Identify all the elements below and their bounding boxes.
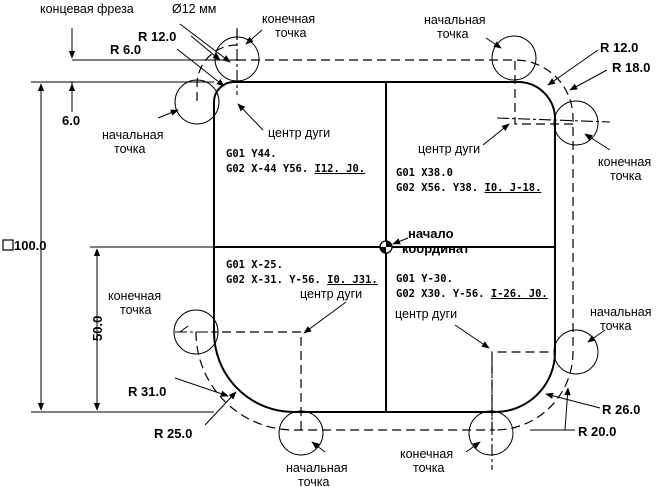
q1-start-label: начальная bbox=[424, 13, 485, 27]
q4-end-label-2: точка bbox=[413, 461, 445, 475]
dim-r12-right: R 12.0 bbox=[600, 40, 638, 55]
tool-circle-q1-start bbox=[491, 35, 537, 81]
q2-end-label: конечная bbox=[262, 12, 315, 26]
q3-end-label-2: точка bbox=[120, 303, 152, 317]
cutter-label: концевая фреза bbox=[40, 2, 134, 16]
q3-end-label: конечная bbox=[108, 289, 161, 303]
q2-code-line1: G01 Y44. bbox=[226, 148, 277, 160]
tool-circle-q1-end bbox=[553, 100, 599, 146]
dim-r25: R 25.0 bbox=[154, 426, 192, 441]
part-outline bbox=[213, 81, 556, 413]
q1-end-label: конечная bbox=[598, 155, 651, 169]
q3-start-label: начальная bbox=[286, 461, 347, 475]
q1-center-label: центр дуги bbox=[418, 142, 480, 156]
q1-start-label-2: точка bbox=[437, 27, 469, 41]
q1-code-line2: G02 X56. Y38. I0. J-18. bbox=[396, 182, 541, 194]
dim-50: 50.0 bbox=[90, 316, 105, 341]
tool-circle-q4-end bbox=[468, 410, 514, 456]
dim-6: 6.0 bbox=[62, 113, 80, 128]
q4-start-label-2: точка bbox=[600, 319, 632, 333]
tool-circle-q4-start bbox=[553, 329, 599, 375]
q3-center-label: центр дуги bbox=[300, 287, 362, 301]
origin-label-2: координат bbox=[402, 241, 470, 256]
dim-r20: R 20.0 bbox=[578, 424, 616, 439]
q3-code-line1: G01 X-25. bbox=[226, 259, 283, 271]
origin-label-1: начало bbox=[408, 226, 454, 241]
q3-start-label-2: точка bbox=[298, 475, 330, 487]
tool-path bbox=[195, 30, 574, 431]
dim-r26: R 26.0 bbox=[602, 402, 640, 417]
q4-start-label: начальная bbox=[590, 305, 651, 319]
q2-end-label-2: точка bbox=[275, 26, 307, 40]
q3-code-line2: G02 X-31. Y-56. I0. J31. bbox=[226, 274, 378, 286]
dim-r12-left: R 12.0 bbox=[138, 29, 176, 44]
q4-end-label: конечная bbox=[400, 447, 453, 461]
dim-r31: R 31.0 bbox=[128, 384, 166, 399]
q1-code-line1: G01 X38.0 bbox=[396, 167, 453, 179]
cutter-diameter-label: Ø12 мм bbox=[172, 2, 216, 16]
q4-code-line1: G01 Y-30. bbox=[396, 273, 453, 285]
q2-center-label: центр дуги bbox=[268, 126, 330, 140]
q2-start-label-2: точка bbox=[114, 142, 146, 156]
dim-r18: R 18.0 bbox=[612, 60, 650, 75]
tool-circle-q2-start bbox=[174, 79, 220, 125]
q2-code-line2: G02 X-44 Y56. I12. J0. bbox=[226, 163, 365, 175]
q4-center-label: центр дуги bbox=[395, 307, 457, 321]
tool-circle-q3-start bbox=[278, 410, 324, 456]
dim-r6: R 6.0 bbox=[110, 42, 141, 57]
dim-square: 100.0 bbox=[14, 238, 47, 253]
q4-code-line2: G02 X30. Y-56. I-26. J0. bbox=[396, 288, 548, 300]
origin-icon bbox=[379, 240, 393, 254]
q1-end-label-2: точка bbox=[610, 169, 642, 183]
q2-start-label: начальная bbox=[102, 128, 163, 142]
square-symbol-icon bbox=[2, 239, 14, 251]
